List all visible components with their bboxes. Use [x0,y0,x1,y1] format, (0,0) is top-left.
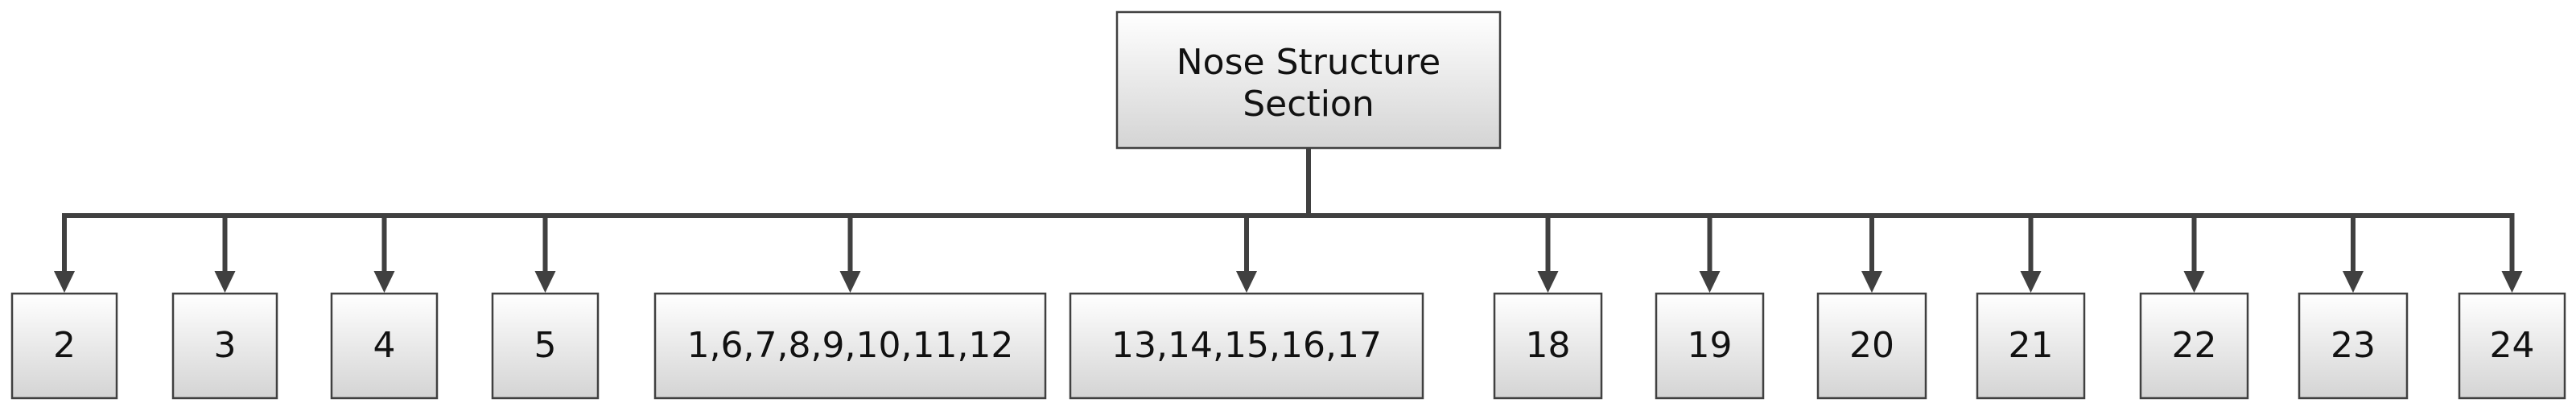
arrowhead-icon [2183,271,2205,293]
child-box [1655,292,1765,400]
child-box [330,292,439,400]
arrowhead-icon [2343,271,2364,293]
root-label-line-2: Section [1243,84,1374,125]
child-node: 18 [1493,292,1603,400]
arrowhead-icon [214,271,236,293]
child-label: 4 [373,325,396,366]
child-node: 23 [2298,292,2409,400]
child-node: 19 [1655,292,1765,400]
child-node: 20 [1816,292,1927,400]
arrowhead-icon [2020,271,2042,293]
child-label: 19 [1688,325,1733,366]
arrowhead-icon [1861,271,1882,293]
arrowhead-icon [534,271,556,293]
arrowhead-icon [1236,271,1257,293]
arrowhead-icon [1537,271,1559,293]
child-label: 23 [2331,325,2376,366]
child-label: 5 [534,325,557,366]
child-label: 3 [214,325,237,366]
child-box [1816,292,1927,400]
child-label: 21 [2009,325,2054,366]
child-node: 3 [171,292,278,400]
child-label: 1,6,7,8,9,10,11,12 [687,325,1014,366]
child-box [2298,292,2409,400]
child-box [10,292,118,400]
child-node: 13,14,15,16,17 [1069,292,1424,400]
connector-lines [54,148,2523,293]
child-box [491,292,600,400]
child-node: 24 [2458,292,2566,400]
root-label-line-1: Nose Structure [1177,42,1441,83]
child-label: 22 [2172,325,2217,366]
arrowhead-icon [373,271,395,293]
child-box [2458,292,2566,400]
child-box [1976,292,2086,400]
child-label: 20 [1849,325,1894,366]
root-box [1115,10,1502,150]
child-label: 24 [2490,325,2535,366]
child-label: 13,14,15,16,17 [1111,325,1382,366]
child-node: 22 [2139,292,2249,400]
child-label: 2 [53,325,76,366]
child-box [1493,292,1603,400]
child-box [653,292,1047,400]
root-node: Nose Structure Section [1115,10,1502,150]
child-node: 21 [1976,292,2086,400]
child-node: 1,6,7,8,9,10,11,12 [653,292,1047,400]
arrowhead-icon [2501,271,2523,293]
arrowhead-icon [54,271,75,293]
arrowhead-icon [1699,271,1721,293]
child-node: 5 [491,292,600,400]
child-box [1069,292,1424,400]
arrowhead-icon [839,271,861,293]
child-box [171,292,278,400]
child-box [2139,292,2249,400]
child-node: 2 [10,292,118,400]
child-label: 18 [1526,325,1571,366]
child-node: 4 [330,292,439,400]
